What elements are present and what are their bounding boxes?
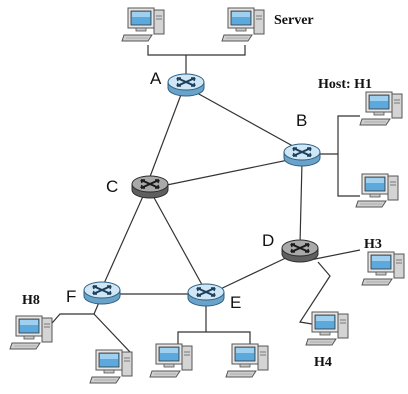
host-h4-computer-icon[interactable]	[305, 311, 349, 346]
link-b-d	[299, 161, 303, 245]
link-d-h4	[298, 261, 331, 325]
desktop-computer-icon[interactable]	[89, 349, 133, 384]
link-a-b	[187, 87, 301, 151]
router-b-label: B	[296, 111, 307, 130]
desktop-computer-icon[interactable]	[355, 173, 399, 208]
server-label: Server	[274, 13, 314, 28]
link-a-c	[147, 91, 183, 183]
host-h3-label: H3	[364, 237, 382, 252]
router-b-icon[interactable]	[283, 143, 321, 167]
host-h1-label: Host: H1	[318, 77, 372, 92]
router-e-icon[interactable]	[187, 283, 225, 307]
router-c-label: C	[106, 177, 118, 196]
router-f-label: F	[66, 287, 76, 306]
link-c-e	[151, 193, 207, 293]
host-h4-label: H4	[314, 355, 332, 370]
desktop-computer-icon[interactable]	[225, 343, 269, 378]
server-computer-icon[interactable]	[221, 7, 265, 42]
desktop-computer-icon[interactable]	[121, 7, 165, 42]
host-h3-computer-icon[interactable]	[361, 251, 405, 286]
router-a-icon[interactable]	[167, 73, 205, 97]
link-b-hosts	[337, 115, 360, 197]
router-f-icon[interactable]	[83, 281, 121, 305]
router-a-label: A	[150, 69, 162, 88]
access-links	[45, 45, 361, 357]
link-e-hosts	[177, 331, 251, 346]
host-h8-computer-icon[interactable]	[9, 315, 53, 350]
router-links	[101, 87, 303, 295]
link-b-c	[161, 157, 299, 187]
link-c-f	[101, 193, 145, 289]
link-d-e	[213, 255, 291, 293]
router-d-icon[interactable]	[281, 239, 319, 263]
link-server-bus	[147, 45, 246, 56]
host-h1-computer-icon[interactable]	[359, 91, 403, 126]
link-f-h8	[45, 299, 101, 331]
router-c-icon[interactable]	[131, 175, 169, 199]
router-e-label: E	[230, 293, 241, 312]
host-h8-label: H8	[22, 293, 40, 308]
desktop-computer-icon[interactable]	[149, 343, 193, 378]
router-d-label: D	[262, 231, 274, 250]
link-d-h3	[309, 249, 361, 261]
